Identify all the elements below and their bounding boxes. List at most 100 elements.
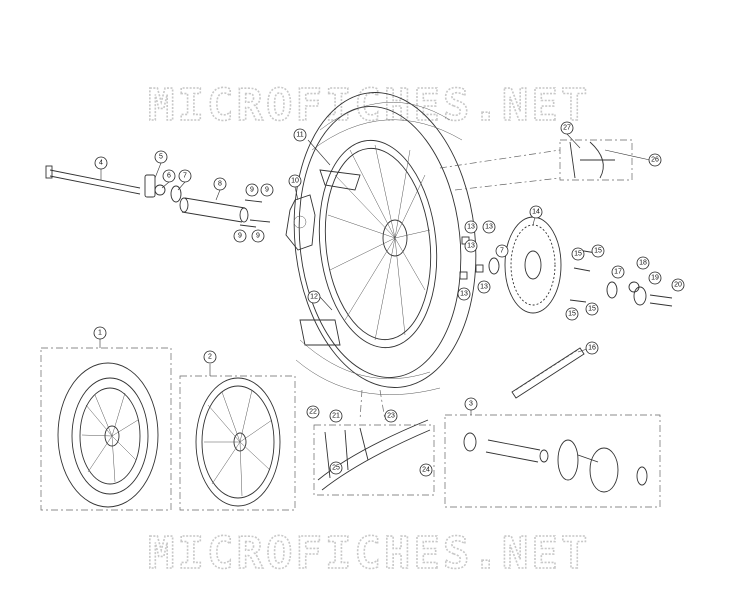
svg-text:3: 3 [469, 401, 473, 408]
callout-13e: 13 [477, 280, 491, 294]
washer-18 [628, 281, 640, 293]
callout-7b: 7 [495, 244, 509, 258]
callout-16: 16 [585, 341, 599, 355]
svg-text:8: 8 [218, 181, 222, 188]
svg-text:11: 11 [296, 132, 303, 139]
svg-text:9: 9 [256, 233, 260, 240]
callout-15c: 15 [565, 307, 579, 321]
svg-text:1: 1 [98, 330, 102, 337]
callout-12: 12 [307, 290, 321, 304]
callout-10: 10 [288, 174, 302, 188]
callout-13d: 13 [457, 287, 471, 301]
chain-adjuster [144, 174, 156, 198]
callout-5: 5 [154, 150, 168, 164]
svg-text:9: 9 [265, 187, 269, 194]
svg-text:7: 7 [183, 173, 187, 180]
inset-rim [179, 375, 296, 511]
bolts-9 [239, 199, 271, 228]
callout-3: 3 [464, 397, 478, 411]
callout-4: 4 [94, 156, 108, 170]
svg-text:13: 13 [485, 224, 493, 231]
svg-text:9: 9 [238, 233, 242, 240]
brake-disc [285, 194, 316, 251]
callout-9b: 9 [260, 183, 274, 197]
callout-27: 27 [560, 121, 574, 135]
svg-text:25: 25 [332, 465, 340, 472]
svg-text:9: 9 [250, 187, 254, 194]
drive-chain [511, 347, 585, 399]
inset-valve-detail [559, 139, 633, 181]
watermark-top: MICROFICHES.NET [148, 80, 590, 131]
callout-22: 22 [306, 405, 320, 419]
callout-13c: 13 [464, 239, 478, 253]
callout-15d: 15 [585, 302, 599, 316]
callout-14: 14 [529, 205, 543, 219]
callout-15: 15 [571, 247, 585, 261]
svg-text:13: 13 [467, 224, 475, 231]
svg-text:7: 7 [500, 248, 504, 255]
callout-20: 20 [671, 278, 685, 292]
svg-text:15: 15 [568, 311, 576, 318]
svg-text:24: 24 [422, 467, 430, 474]
svg-text:18: 18 [639, 260, 647, 267]
main-wheel-assembly [293, 92, 477, 395]
svg-text:13: 13 [480, 284, 488, 291]
callout-18: 18 [636, 256, 650, 270]
svg-text:17: 17 [614, 269, 622, 276]
svg-text:27: 27 [563, 125, 571, 132]
svg-text:20: 20 [674, 282, 682, 289]
svg-text:16: 16 [588, 345, 596, 352]
svg-text:19: 19 [651, 275, 659, 282]
svg-text:15: 15 [588, 306, 596, 313]
svg-text:13: 13 [460, 291, 468, 298]
svg-text:23: 23 [387, 413, 395, 420]
inset-complete-wheel [40, 347, 172, 511]
svg-text:12: 12 [310, 294, 318, 301]
svg-text:21: 21 [332, 413, 340, 420]
callout-8: 8 [213, 177, 227, 191]
svg-text:14: 14 [532, 209, 540, 216]
seal-7 [170, 185, 182, 203]
callout-26: 26 [648, 153, 662, 167]
seal-7-right [488, 257, 500, 275]
leader-lines [99, 133, 651, 415]
callout-9c: 9 [233, 229, 247, 243]
callout-15b: 15 [591, 244, 605, 258]
svg-text:10: 10 [291, 178, 299, 185]
callout-2: 2 [203, 350, 217, 364]
svg-text:5: 5 [159, 154, 163, 161]
inset-spoke-detail [313, 419, 435, 496]
svg-text:13: 13 [467, 243, 475, 250]
callout-11: 11 [293, 128, 307, 142]
watermark-bottom: MICROFICHES.NET [148, 528, 590, 579]
svg-text:26: 26 [651, 157, 659, 164]
callout-24: 24 [419, 463, 433, 477]
svg-text:15: 15 [594, 248, 602, 255]
bearing-17 [606, 281, 618, 299]
callout-13b: 13 [482, 220, 496, 234]
callout-13: 13 [464, 220, 478, 234]
seal-19 [633, 286, 647, 306]
callout-9d: 9 [251, 229, 265, 243]
svg-text:6: 6 [167, 173, 171, 180]
svg-text:22: 22 [309, 409, 317, 416]
spacer-6 [154, 184, 166, 196]
callout-25: 25 [329, 461, 343, 475]
svg-text:2: 2 [208, 354, 212, 361]
callout-1: 1 [93, 326, 107, 340]
callout-7: 7 [178, 169, 192, 183]
spacer-tube [179, 197, 249, 223]
callout-6: 6 [162, 169, 176, 183]
spacer-20 [649, 294, 673, 307]
callout-23: 23 [384, 409, 398, 423]
callout-9: 9 [245, 183, 259, 197]
callout-17: 17 [611, 265, 625, 279]
callout-21: 21 [329, 409, 343, 423]
axle [45, 165, 141, 195]
inset-hub [444, 414, 661, 508]
svg-text:4: 4 [99, 160, 103, 167]
rear-sprocket [504, 216, 562, 314]
callout-19: 19 [648, 271, 662, 285]
svg-text:15: 15 [574, 251, 582, 258]
